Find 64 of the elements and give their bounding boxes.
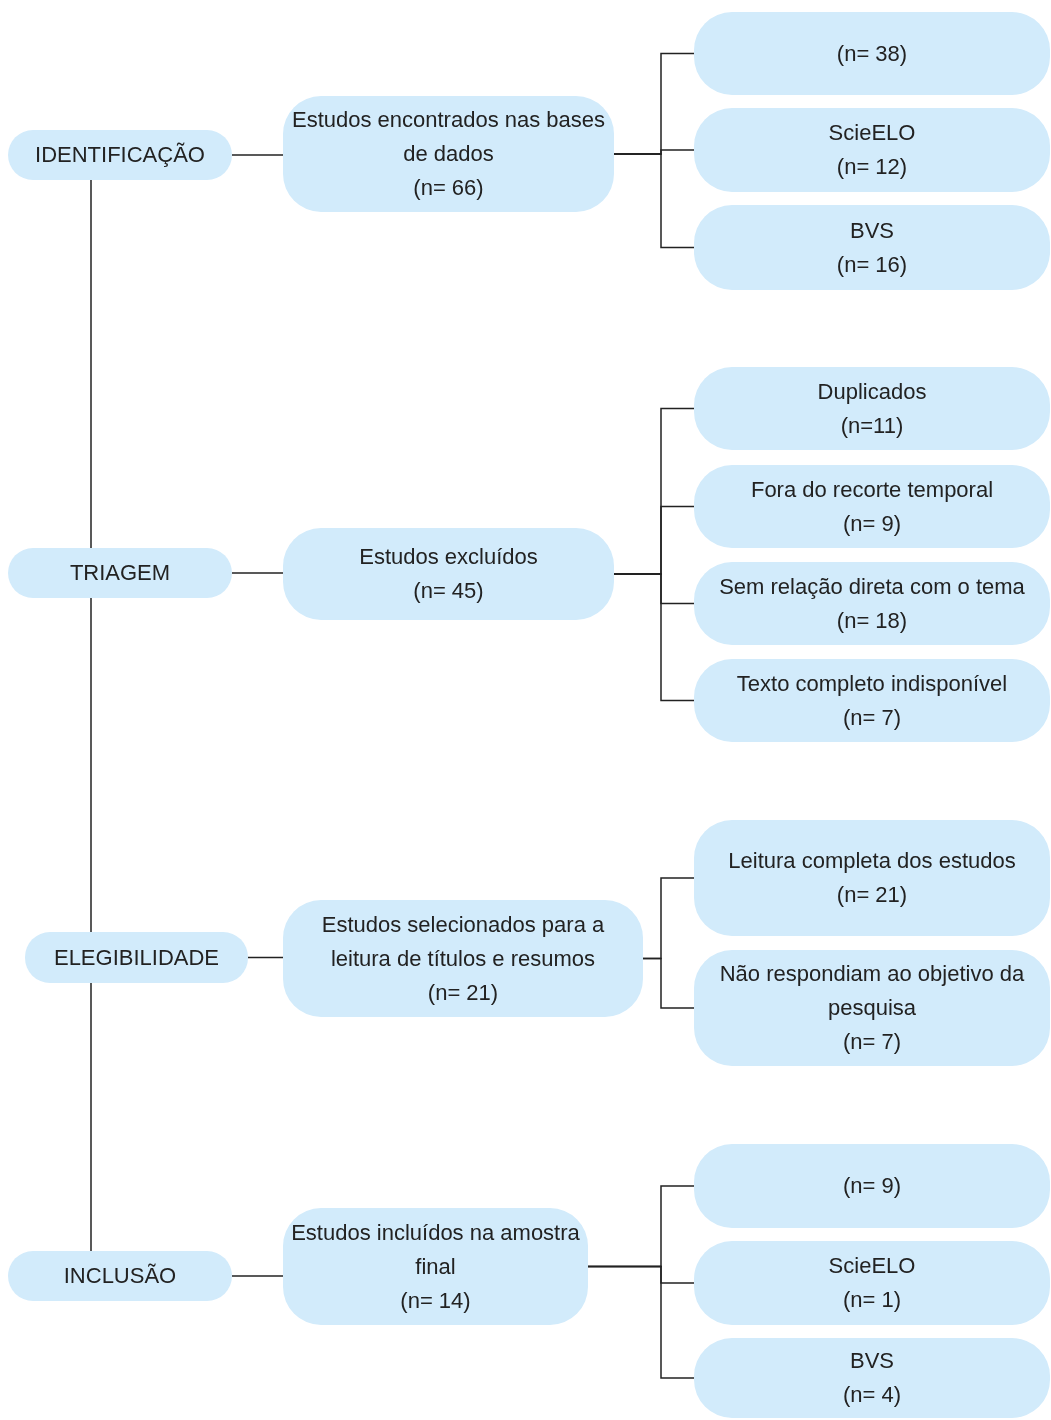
node-label: Fora do recorte temporal (750, 475, 994, 504)
connector-line (90, 179, 92, 549)
node-label: Estudos incluídos na amostra final (291, 1218, 580, 1281)
stage-pill (8, 1251, 232, 1301)
count-label: (n= 9) (842, 509, 902, 538)
connector-line (231, 154, 284, 156)
rounded-box (694, 950, 1050, 1066)
node-label: BVS (850, 1347, 894, 1375)
count-label: (n=11) (840, 411, 904, 440)
count-label: (n= 7) (842, 1028, 902, 1056)
rounded-box (283, 1208, 588, 1325)
stage-label: ELEGIBILIDADE (53, 943, 220, 972)
rounded-box (694, 108, 1050, 192)
count-label: (n= 14) (400, 1286, 471, 1315)
stage-pill (8, 130, 232, 180)
count-label: (n= 66) (413, 174, 484, 202)
count-label: (n= 45) (413, 577, 484, 605)
rounded-box (694, 562, 1050, 645)
node-label: Sem relação direta com o tema (719, 572, 1025, 601)
node-label: BVS (850, 216, 894, 245)
node-label: Leitura completa dos estudos (728, 847, 1016, 875)
rounded-box (694, 659, 1050, 742)
rounded-box (283, 900, 643, 1017)
connector-line (90, 597, 92, 933)
connector-line (642, 957, 695, 1009)
rounded-box (694, 1144, 1050, 1228)
connector-line (231, 1275, 284, 1277)
stage-label: TRIAGEM (69, 559, 171, 587)
count-label: (n= 7) (842, 703, 902, 732)
stage-label: INCLUSÃO (63, 1262, 177, 1290)
count-label: (n= 21) (836, 881, 908, 909)
node-label: Duplicados (817, 377, 927, 406)
node-label: Texto completo indisponível (736, 669, 1008, 698)
rounded-box (694, 12, 1050, 95)
node-label: Estudos encontrados nas bases de dados (291, 106, 606, 168)
connector-line (90, 982, 92, 1252)
connector-line (587, 1265, 695, 1379)
stage-pill (8, 548, 232, 598)
count-label: (n= 16) (836, 250, 908, 279)
node-label: Estudos excluídos (359, 543, 538, 571)
rounded-box (694, 465, 1050, 548)
node-label: ScieELO (828, 1252, 916, 1280)
rounded-box (694, 1241, 1050, 1325)
rounded-box (694, 820, 1050, 936)
node-label: Estudos selecionados para a leitura de títulos e resumos (320, 910, 606, 973)
count-label: (n= 21) (427, 978, 499, 1007)
rounded-box (694, 1338, 1050, 1418)
stage-label: IDENTIFICAÇÃO (35, 141, 205, 169)
count-label: (n= 4) (842, 1381, 902, 1409)
connector-line (231, 572, 284, 574)
connector-line (247, 956, 284, 959)
rounded-box (283, 96, 614, 212)
stage-pill (25, 932, 248, 983)
count-label: (n= 1) (842, 1286, 902, 1314)
node-label: Não respondiam ao objetivo da pesquisa (718, 960, 1026, 1022)
count-label: (n= 38) (836, 39, 908, 68)
rounded-box (694, 205, 1050, 290)
count-label: (n= 18) (836, 606, 908, 635)
count-label: (n= 9) (842, 1172, 902, 1200)
rounded-box (694, 367, 1050, 450)
node-label: ScieELO (828, 119, 916, 147)
connector-line (613, 153, 695, 249)
rounded-box (283, 528, 614, 620)
count-label: (n= 12) (836, 153, 908, 181)
